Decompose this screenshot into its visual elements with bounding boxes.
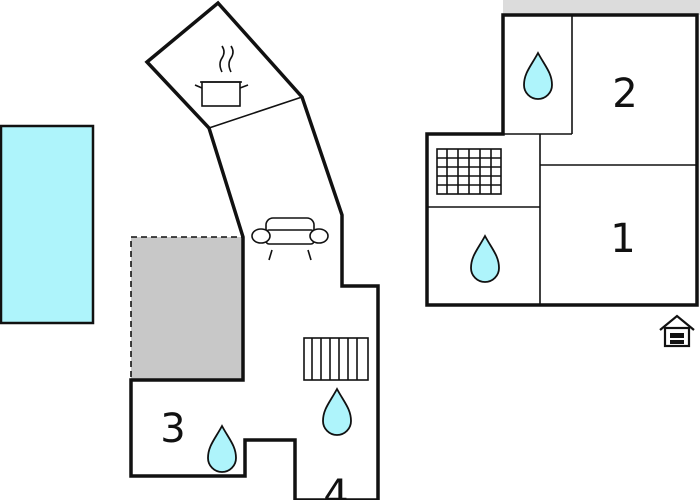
water-drop-icon [523,51,553,100]
stairs-icon [303,337,369,381]
roof-strip [503,0,700,15]
water-drop-icon [470,234,500,283]
room-2-label: 2 [612,71,637,117]
water-drop-icon [207,424,237,473]
kitchen-divider-wall [208,96,303,129]
terrace [130,236,244,381]
cooking-pot-icon [194,45,249,107]
water-drop-icon [322,387,352,436]
house-entrance-icon [659,314,695,348]
room-1-label: 1 [610,216,635,262]
room-3-label: 3 [160,406,185,452]
main-building-outline [129,0,380,500]
sofa-icon [251,217,329,261]
stairs-icon [436,148,502,195]
room-4-label: 4 [323,472,348,500]
swimming-pool [0,124,95,325]
